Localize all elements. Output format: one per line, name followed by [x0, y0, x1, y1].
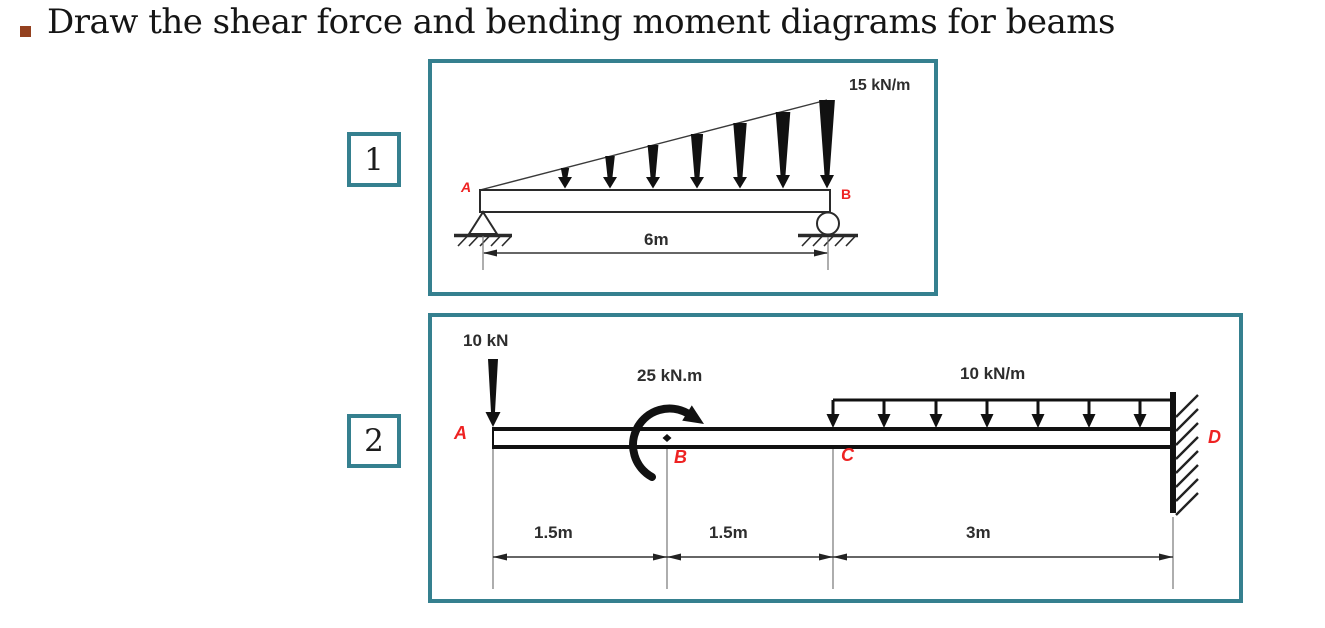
figure1-box [428, 59, 938, 296]
figure2-number-badge: 2 [347, 414, 401, 468]
moment-center-marker [662, 434, 672, 442]
page-title: Draw the shear force and bending moment … [47, 2, 1115, 42]
figure1-number: 1 [364, 141, 384, 178]
dimension-6m [482, 236, 829, 270]
figure2-diagram [485, 359, 1199, 589]
beam [479, 189, 831, 213]
figure2-box [428, 313, 1243, 603]
point-load-arrow-icon [485, 359, 501, 427]
pin-support-icon [454, 210, 512, 247]
fig2-dim-ab-label: 1.5m [534, 523, 573, 542]
fig2-moment-label: 25 kN.m [637, 366, 703, 385]
fig1-node-a-label: A [461, 179, 472, 195]
fig1-load-label: 15 kN/m [849, 77, 911, 94]
fig1-span-label: 6m [644, 230, 669, 249]
fig2-point-load-label: 10 kN [463, 331, 509, 350]
fig2-dim-bc-label: 1.5m [709, 523, 748, 542]
figure2-number: 2 [364, 423, 384, 459]
bullet-square-icon [20, 26, 31, 37]
fig2-udl-label: 10 kN/m [960, 364, 1026, 383]
moment-arrow-icon [629, 404, 704, 481]
figure1-number-badge: 1 [347, 132, 401, 187]
fig2-node-b-label: B [674, 447, 687, 467]
fixed-support-icon [1170, 392, 1199, 516]
dimension-chain [493, 553, 1173, 561]
beam [492, 427, 1173, 449]
fig2-node-a-label: A [454, 423, 467, 443]
fig2-dim-cd-label: 3m [966, 523, 991, 542]
udl-arrows [826, 398, 1173, 428]
figure1-diagram [454, 99, 858, 270]
extension-lines [492, 448, 1174, 589]
title-row: Draw the shear force and bending moment … [0, 0, 1325, 52]
fig2-node-d-label: D [1208, 427, 1221, 447]
fig1-node-b-label: B [841, 186, 852, 202]
fig2-node-c-label: C [841, 445, 854, 465]
triangular-load-arrows [558, 100, 835, 189]
